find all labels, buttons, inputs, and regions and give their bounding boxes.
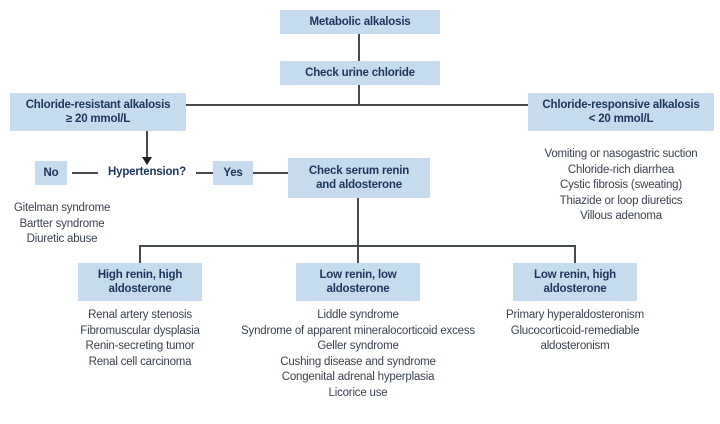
connector-drop-right — [574, 245, 576, 263]
list-item: Liddle syndrome — [317, 309, 399, 321]
list-item: Thiazide or loop diuretics — [559, 194, 683, 207]
node-label-line2: ≥ 20 mmol/L — [65, 113, 131, 125]
label-hypertension: Hypertension? — [108, 166, 186, 178]
connector-serum-down — [357, 198, 359, 246]
connector-drop-left — [139, 245, 141, 263]
connector-yes-dash — [196, 172, 213, 174]
node-label-line1: High renin, high — [97, 268, 183, 281]
node-label-line1: Low renin, high — [534, 268, 616, 281]
node-yes: Yes — [213, 161, 253, 185]
list-item: Congenital adrenal hyperplasia — [281, 371, 435, 383]
connector-resistant-to-hypertension — [146, 131, 148, 158]
node-label-line2: aldosterone — [326, 283, 390, 295]
list-item: Geller syndrome — [317, 340, 399, 352]
connector-branch-horizontal — [186, 104, 528, 106]
node-chloride-resistant: Chloride-resistant alkalosis ≥ 20 mmol/L — [10, 93, 186, 131]
node-no: No — [35, 161, 67, 185]
list-item: Renin-secreting tumor — [85, 340, 195, 352]
node-label-line2: < 20 mmol/L — [588, 113, 654, 125]
list-item: Glucocorticoid-remediable aldosteronism — [510, 324, 640, 353]
list-item: Villous adenoma — [580, 210, 662, 222]
node-label-line1: Chloride-resistant alkalosis — [25, 98, 171, 111]
list-item: Gitelman syndrome — [13, 202, 111, 214]
list-item: Diuretic abuse — [26, 233, 98, 245]
node-label: Check urine chloride — [305, 66, 415, 79]
node-label-line1: Check serum renin — [308, 164, 410, 177]
node-label-line2: and aldosterone — [316, 179, 402, 191]
list-item: Vomiting or nasogastric suction — [544, 148, 698, 160]
node-metabolic-alkalosis: Metabolic alkalosis — [280, 10, 440, 34]
node-high-renin-high-aldosterone: High renin, high aldosterone — [78, 263, 202, 301]
node-check-urine-chloride: Check urine chloride — [280, 61, 440, 85]
list-item: Cushing disease and syndrome — [280, 355, 436, 368]
node-label-line2: aldosterone — [543, 283, 607, 295]
list-item: Bartter syndrome — [19, 217, 105, 230]
list-item: Cystic fibrosis (sweating) — [560, 179, 682, 191]
node-label-line1: Low renin, low — [319, 268, 397, 281]
list-item: Fibromuscular dysplasia — [80, 324, 200, 337]
node-chloride-responsive: Chloride-responsive alkalosis < 20 mmol/… — [528, 93, 714, 131]
node-label-line1: Chloride-responsive alkalosis — [542, 98, 700, 111]
list-item: Primary hyperaldosteronism — [506, 309, 644, 321]
connector-metabolic-to-urine — [358, 34, 360, 61]
connector-urine-to-branch — [358, 85, 360, 105]
list-item: Syndrome of apparent mineralocorticoid e… — [241, 324, 475, 337]
connector-no-dash — [72, 172, 98, 174]
node-check-serum-renin: Check serum renin and aldosterone — [288, 158, 430, 198]
node-label: No — [43, 166, 59, 179]
arrow-down-icon — [142, 157, 152, 165]
node-label: Yes — [223, 166, 243, 179]
node-label: Metabolic alkalosis — [309, 15, 411, 28]
node-label-line2: aldosterone — [108, 283, 172, 295]
connector-drop-center — [357, 245, 359, 263]
node-low-renin-low-aldosterone: Low renin, low aldosterone — [296, 263, 420, 301]
list-item: Licorice use — [328, 386, 388, 399]
connector-yes-to-serum — [253, 172, 288, 174]
list-item: Chloride-rich diarrhea — [567, 163, 675, 176]
node-low-renin-high-aldosterone: Low renin, high aldosterone — [513, 263, 637, 301]
list-item: Renal artery stenosis — [88, 309, 192, 321]
list-item: Renal cell carcinoma — [88, 355, 192, 368]
